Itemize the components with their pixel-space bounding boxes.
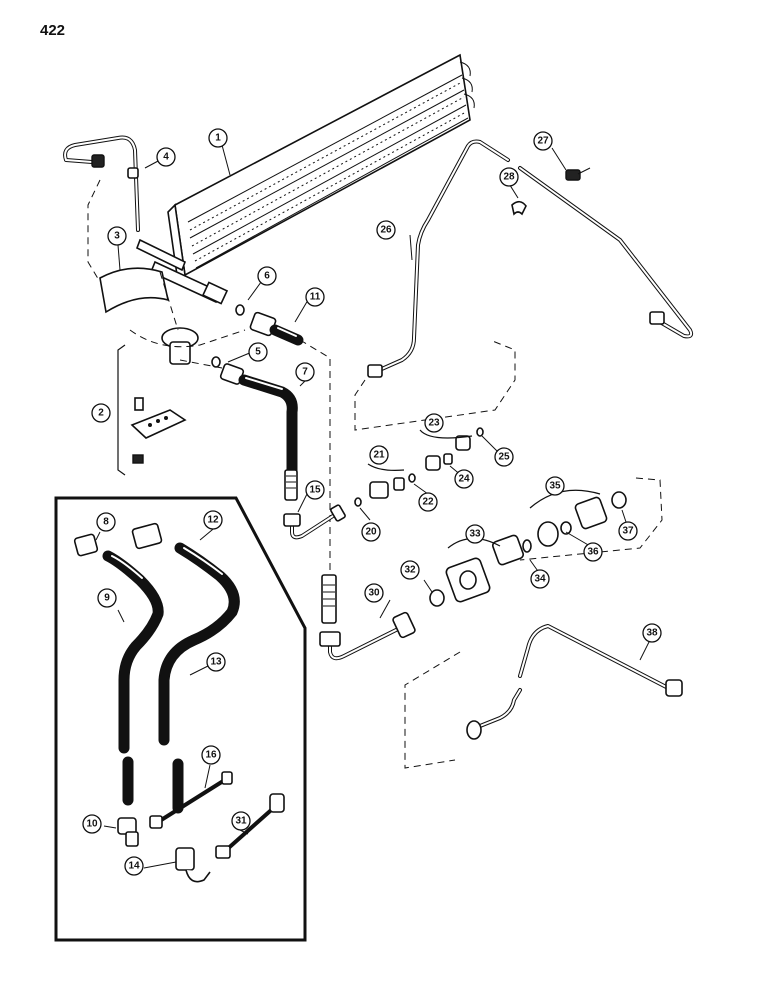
svg-text:22: 22 (422, 497, 434, 508)
callout-25: 25 (494, 447, 514, 467)
callout-22: 22 (418, 492, 438, 512)
svg-text:10: 10 (86, 819, 98, 830)
callout-16: 16 (201, 745, 221, 765)
callout-3: 3 (107, 226, 127, 246)
hose-fitting-11 (249, 311, 304, 346)
callout-7: 7 (295, 362, 315, 382)
tube-38 (466, 624, 683, 740)
expansion-valve (99, 267, 199, 365)
callout-33: 33 (465, 524, 485, 544)
svg-text:38: 38 (646, 628, 658, 639)
core-fins (187, 74, 469, 269)
callout-leaders (95, 144, 651, 869)
svg-text:14: 14 (128, 861, 140, 872)
callout-8: 8 (96, 512, 116, 532)
svg-text:36: 36 (587, 547, 599, 558)
elbow-fitting-15 (283, 504, 346, 540)
phantom-line-b (129, 329, 246, 348)
svg-text:13: 13 (210, 657, 222, 668)
callout-26: 26 (376, 220, 396, 240)
phantom-line-a (87, 179, 101, 283)
fittings-20-25 (354, 427, 484, 507)
callout-5: 5 (248, 342, 268, 362)
page-number: 422 (40, 22, 66, 39)
callout-1: 1 (208, 128, 228, 148)
svg-text:24: 24 (458, 474, 470, 485)
callout-34: 34 (530, 569, 550, 589)
o-ring-5 (211, 356, 221, 368)
callout-9: 9 (97, 588, 117, 608)
fittings-32-37 (429, 491, 627, 607)
svg-text:4: 4 (163, 152, 169, 163)
svg-text:21: 21 (373, 450, 385, 461)
line-26 (367, 139, 694, 378)
svg-text:16: 16 (205, 750, 217, 761)
callout-38: 38 (642, 623, 662, 643)
svg-text:30: 30 (368, 588, 380, 599)
callout-10: 10 (82, 814, 102, 834)
callout-23: 23 (424, 413, 444, 433)
inset-frame (54, 496, 307, 942)
svg-text:12: 12 (207, 515, 219, 526)
svg-text:7: 7 (302, 367, 308, 378)
equalizer-tube (63, 135, 140, 232)
callout-4: 4 (156, 147, 176, 167)
callout-27: 27 (533, 131, 553, 151)
phantom-box-38 (404, 651, 461, 769)
svg-text:1: 1 (215, 133, 221, 144)
mounting-bracket (130, 397, 187, 464)
fitting-4 (127, 167, 139, 179)
callout-12: 12 (203, 510, 223, 530)
svg-text:27: 27 (537, 136, 549, 147)
svg-text:6: 6 (264, 271, 270, 282)
callout-14: 14 (124, 856, 144, 876)
svg-text:32: 32 (404, 565, 416, 576)
bracket-2 (117, 344, 126, 476)
svg-text:26: 26 (380, 225, 392, 236)
svg-text:37: 37 (622, 526, 634, 537)
svg-text:2: 2 (98, 408, 104, 419)
svg-text:15: 15 (309, 485, 321, 496)
hose-end-30 (319, 574, 416, 661)
phantom-box-fittings (354, 339, 516, 431)
evaporator-core (135, 53, 475, 305)
svg-text:20: 20 (365, 527, 377, 538)
callout-20: 20 (361, 522, 381, 542)
svg-text:35: 35 (549, 481, 561, 492)
svg-text:11: 11 (310, 292, 321, 303)
svg-text:34: 34 (534, 574, 546, 585)
o-ring-6 (235, 304, 245, 316)
hose-assembly-7 (219, 363, 298, 501)
svg-text:9: 9 (104, 593, 110, 604)
callout-31: 31 (231, 811, 251, 831)
phantom-box-right (519, 477, 663, 561)
svg-text:33: 33 (469, 529, 481, 540)
callout-21: 21 (369, 445, 389, 465)
callout-2: 2 (91, 403, 111, 423)
callout-15: 15 (305, 480, 325, 500)
svg-text:8: 8 (103, 517, 109, 528)
clip-28 (511, 200, 527, 216)
svg-text:28: 28 (503, 172, 515, 183)
svg-text:3: 3 (114, 231, 120, 242)
callout-32: 32 (400, 560, 420, 580)
callout-6: 6 (257, 266, 277, 286)
callout-11: 11 (305, 287, 325, 307)
svg-text:5: 5 (255, 347, 261, 358)
callout-36: 36 (583, 542, 603, 562)
callout-13: 13 (206, 652, 226, 672)
callout-35: 35 (545, 476, 565, 496)
svg-text:23: 23 (428, 418, 440, 429)
clamp-27 (565, 167, 591, 181)
callout-30: 30 (364, 583, 384, 603)
callout-28: 28 (499, 167, 519, 187)
callout-37: 37 (618, 521, 638, 541)
svg-text:31: 31 (235, 816, 247, 827)
callout-24: 24 (454, 469, 474, 489)
svg-text:25: 25 (498, 452, 510, 463)
